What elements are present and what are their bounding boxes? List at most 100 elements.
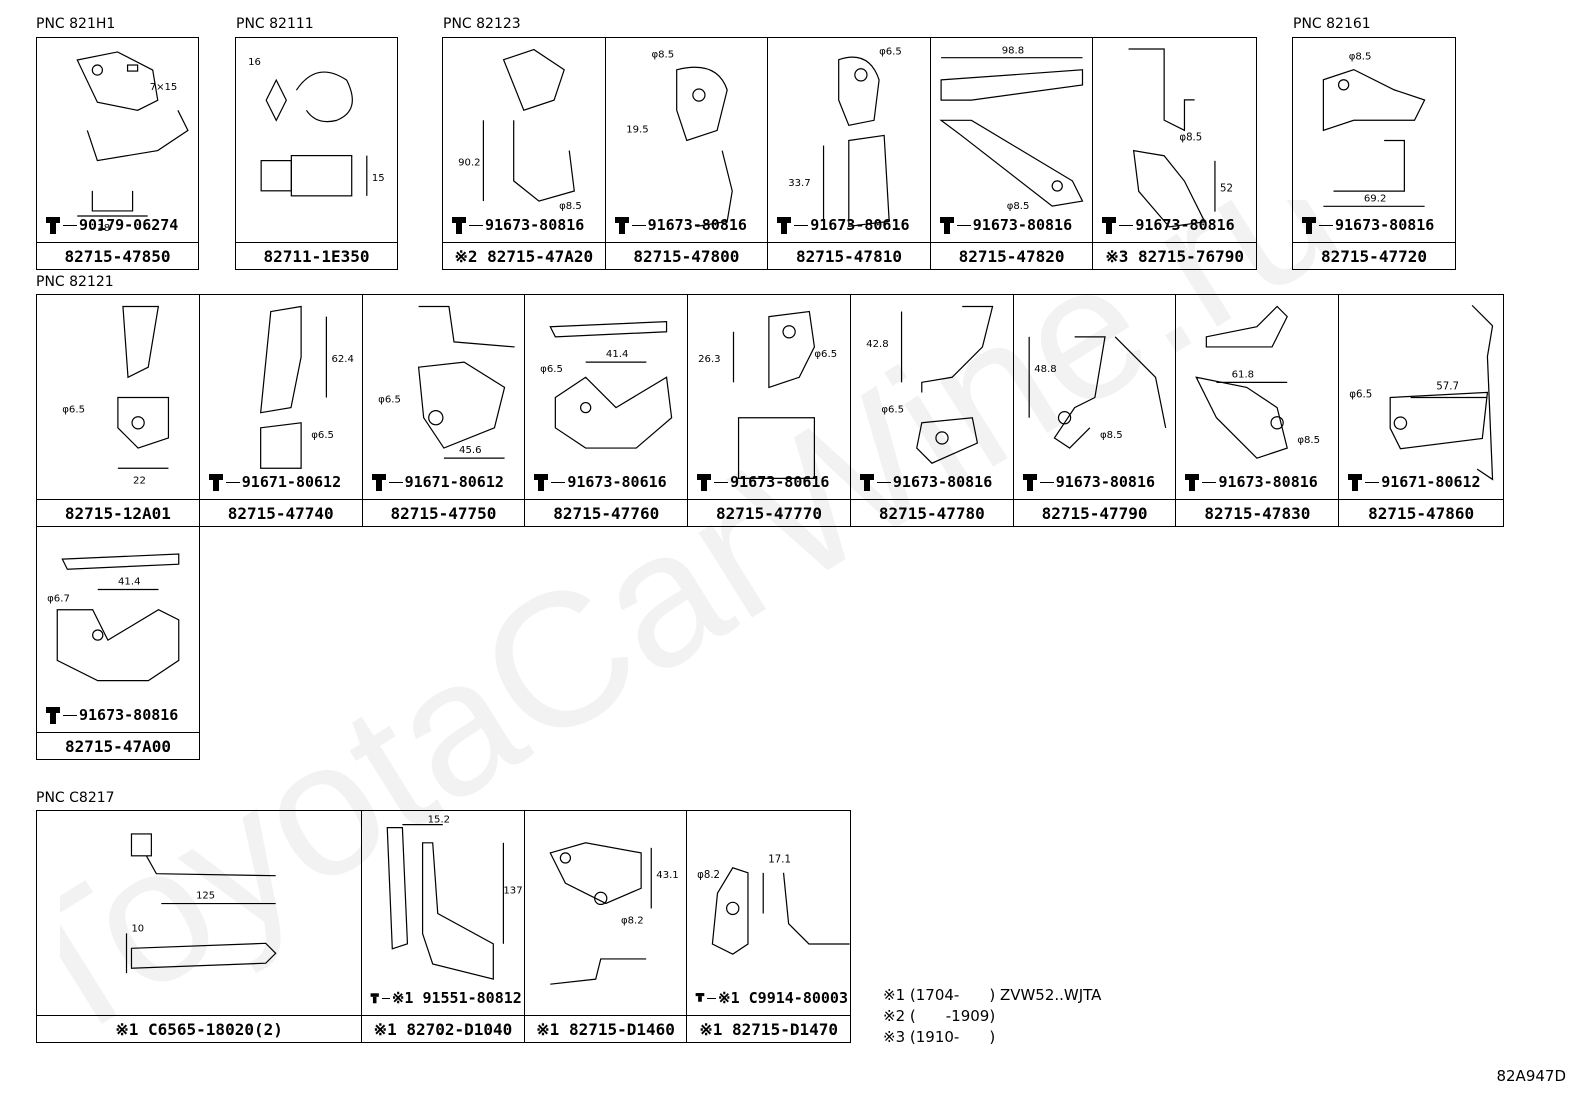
part-number: 82715-47750 — [362, 499, 525, 526]
part-cell[interactable]: 16 15 82711-1E350 — [236, 38, 397, 269]
part-number: ※1 C6565-18020(2) — [37, 1015, 362, 1042]
part-cell[interactable]: 7×15 38 90179-06274 82715-47850 — [37, 38, 198, 269]
svg-text:61.8: 61.8 — [1232, 369, 1255, 380]
sub-part-number: 91673-80816 — [1022, 472, 1174, 492]
svg-text:φ6.5: φ6.5 — [815, 349, 838, 360]
bracket-drawing: 15.2 137 — [362, 811, 524, 1016]
part-cell[interactable]: φ6.5 57.7 91671-80612 82715-47860 — [1339, 295, 1504, 526]
svg-text:33.7: 33.7 — [788, 178, 810, 189]
part-cell[interactable]: 26.3 φ6.5 91673-80616 82715-47770 — [688, 295, 851, 526]
svg-text:φ8.5: φ8.5 — [1100, 430, 1123, 441]
bracket-drawing: 43.1 φ8.2 — [525, 811, 687, 1016]
sub-part-number: ※1 91551-80812 — [370, 988, 522, 1008]
part-number: 82715-47720 — [1293, 242, 1455, 269]
svg-text:φ8.5: φ8.5 — [559, 201, 582, 212]
clip-drawing: 16 15 — [236, 38, 397, 243]
part-group-82123: 90.2 φ8.5 91673-80816 ※2 82715-47A20 φ8.… — [442, 37, 1257, 270]
sub-part-number: 91673-80816 — [451, 215, 603, 235]
bracket-drawing: φ8.2 17.1 — [687, 811, 850, 1016]
svg-text:48.8: 48.8 — [1034, 364, 1057, 375]
bolt-icon — [697, 474, 712, 491]
bolt-icon — [614, 217, 629, 234]
svg-text:φ6.5: φ6.5 — [311, 430, 334, 441]
svg-text:φ6.5: φ6.5 — [881, 405, 904, 416]
part-number: 82715-12A01 — [37, 499, 199, 526]
part-cell[interactable]: φ6.7 41.4 91673-80816 82715-47A00 — [37, 527, 199, 759]
part-cell[interactable]: φ8.2 17.1 ※1 C9914-80003 ※1 82715-D1470 — [687, 811, 850, 1042]
part-group-82121: φ6.5 22 82715-12A01 62.4 φ6.5 91671-8061… — [36, 294, 1504, 527]
part-cell[interactable]: 43.1 φ8.2 ※1 82715-D1460 — [524, 811, 688, 1042]
part-number: ※1 82702-D1040 — [362, 1015, 524, 1042]
part-cell[interactable]: φ8.5 19.5 91673-80816 82715-47800 — [605, 38, 769, 269]
part-cell[interactable]: 98.8 φ8.5 91673-80816 82715-47820 — [930, 38, 1094, 269]
part-cell[interactable]: φ6.5 45.6 91671-80612 82715-47750 — [362, 295, 526, 526]
svg-text:φ6.5: φ6.5 — [378, 395, 401, 406]
svg-text:45.6: 45.6 — [459, 445, 482, 456]
bracket-drawing: φ6.5 22 — [37, 295, 199, 500]
bracket-drawing: 90.2 φ8.5 — [443, 38, 605, 243]
svg-text:φ6.5: φ6.5 — [879, 47, 902, 58]
bracket-drawing: 42.8 φ6.5 — [851, 295, 1013, 500]
part-cell[interactable]: φ6.5 22 82715-12A01 — [37, 295, 200, 526]
svg-text:38: 38 — [97, 223, 110, 234]
part-cell[interactable]: 61.8 φ8.5 91673-80816 82715-47830 — [1176, 295, 1340, 526]
part-number: 82715-47770 — [688, 499, 850, 526]
svg-text:42.8: 42.8 — [866, 339, 889, 350]
bolt-icon — [777, 217, 792, 234]
part-cell[interactable]: φ6.5 41.4 91673-80616 82715-47760 — [525, 295, 689, 526]
bracket-drawing: φ6.7 41.4 — [37, 527, 199, 733]
svg-text:φ6.5: φ6.5 — [541, 364, 564, 375]
bracket-drawing: 48.8 φ8.5 — [1014, 295, 1176, 500]
part-cell[interactable]: 62.4 φ6.5 91671-80612 82715-47740 — [199, 295, 363, 526]
svg-text:φ8.5: φ8.5 — [1298, 435, 1321, 446]
part-cell[interactable]: 125 10 ※1 C6565-18020(2) — [37, 811, 363, 1042]
part-cell[interactable]: 15.2 137 ※1 91551-80812 ※1 82702-D1040 — [362, 811, 525, 1042]
sub-part-number: 91673-80816 — [614, 215, 766, 235]
svg-text:41.4: 41.4 — [118, 576, 141, 587]
part-cell[interactable]: 90.2 φ8.5 91673-80816 ※2 82715-47A20 — [443, 38, 606, 269]
part-number: 82715-47850 — [37, 242, 198, 269]
part-number: 82715-47860 — [1339, 499, 1504, 526]
part-number: 82715-47830 — [1176, 499, 1339, 526]
note-line: ※3 (1910- ) — [883, 1028, 996, 1046]
bracket-drawing: φ8.5 69.2 — [1293, 38, 1455, 243]
part-group-821h1: 7×15 38 90179-06274 82715-47850 — [36, 37, 199, 270]
bolt-icon — [208, 474, 223, 491]
part-cell[interactable]: 42.8 φ6.5 91673-80816 82715-47780 — [850, 295, 1014, 526]
pnc-label-821h1: PNC 821H1 — [36, 16, 116, 32]
bolt-icon — [534, 474, 549, 491]
part-number: ※3 82715-76790 — [1093, 242, 1256, 269]
part-cell[interactable]: 48.8 φ8.5 91673-80816 82715-47790 — [1013, 295, 1177, 526]
svg-text:125: 125 — [196, 891, 215, 902]
svg-text:43.1: 43.1 — [656, 870, 678, 881]
part-number: 82715-47780 — [850, 499, 1013, 526]
part-number: ※2 82715-47A20 — [443, 242, 605, 269]
bracket-drawing: φ6.5 57.7 — [1339, 295, 1503, 500]
part-cell[interactable]: φ6.5 33.7 91673-80616 82715-47810 — [768, 38, 931, 269]
svg-text:φ8.5: φ8.5 — [1007, 201, 1030, 212]
svg-text:φ6.5: φ6.5 — [62, 405, 85, 416]
pnc-label-82123: PNC 82123 — [443, 16, 521, 32]
bolt-icon — [1102, 217, 1117, 234]
part-cell[interactable]: φ8.5 69.2 91673-80816 82715-47720 — [1293, 38, 1455, 269]
svg-text:φ8.2: φ8.2 — [621, 916, 644, 927]
bolt-icon — [452, 217, 466, 234]
screw-icon — [696, 993, 705, 1002]
svg-text:22: 22 — [133, 475, 146, 486]
part-number: ※1 82715-D1460 — [524, 1015, 687, 1042]
bolt-icon — [370, 993, 380, 1004]
bracket-drawing: φ6.5 33.7 — [768, 38, 930, 243]
pnc-label-82121: PNC 82121 — [36, 274, 114, 290]
svg-text:62.4: 62.4 — [331, 354, 354, 365]
svg-text:41.4: 41.4 — [606, 349, 629, 360]
bolt-icon — [939, 217, 954, 234]
svg-text:69.2: 69.2 — [1364, 193, 1387, 204]
svg-text:φ6.7: φ6.7 — [47, 594, 70, 605]
pnc-label-82161: PNC 82161 — [1293, 16, 1371, 32]
part-cell[interactable]: φ8.5 52 91673-80816 ※3 82715-76790 — [1093, 38, 1256, 269]
bracket-drawing: φ6.5 41.4 — [525, 295, 687, 500]
bolt-icon — [46, 707, 60, 724]
sub-part-number: 91673-80616 — [696, 472, 848, 492]
sub-part-number: 91673-80816 — [939, 215, 1091, 235]
sub-part-number: 91671-80612 — [208, 472, 360, 492]
